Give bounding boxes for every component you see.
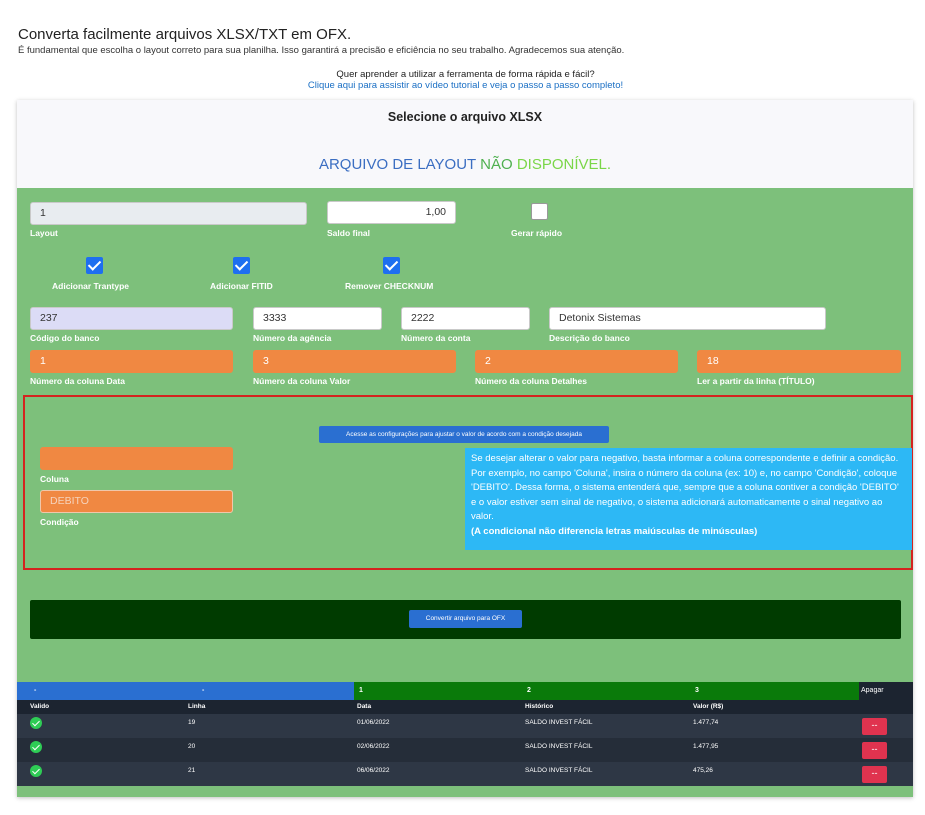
cell-valor: 475,26 <box>693 767 713 774</box>
ler-linha-label: Ler a partir da linha (TÍTULO) <box>697 376 815 386</box>
th-valido: Valido <box>30 703 50 710</box>
th-data: Data <box>357 703 372 710</box>
saldo-final-label: Saldo final <box>327 228 370 238</box>
cell-historico: SALDO INVEST FÁCIL <box>525 767 593 774</box>
config-condition-button[interactable]: Acesse as configurações para ajustar o v… <box>319 426 609 443</box>
condition-info-note: (A condicional não diferencia letras mai… <box>471 525 758 537</box>
column-map-2[interactable]: - <box>185 682 354 700</box>
remover-checknum-checkbox[interactable] <box>383 257 400 274</box>
delete-row-button[interactable]: -- <box>862 742 887 759</box>
condition-info-panel: Se desejar alterar o valor para negativo… <box>465 448 912 550</box>
th-historico: Histórico <box>525 703 554 710</box>
valid-check-icon <box>30 741 42 753</box>
convert-bar: Convertir arquivo para OFX <box>30 600 901 639</box>
table-row: 21 06/06/2022 SALDO INVEST FÁCIL 475,26 … <box>17 762 913 786</box>
th-linha: Linha <box>188 703 206 710</box>
delete-row-button[interactable]: -- <box>862 766 887 783</box>
column-map-5[interactable]: 3 <box>690 682 859 700</box>
layout-label: Layout <box>30 228 58 238</box>
help-question: Quer aprender a utilizar a ferramenta de… <box>336 69 595 80</box>
coluna-data-input[interactable]: 1 <box>30 350 233 373</box>
column-map-3[interactable]: 1 <box>354 682 522 700</box>
adicionar-trantype-label: Adicionar Trantype <box>52 281 129 291</box>
valid-check-icon <box>30 765 42 777</box>
layout-warning: ARQUIVO DE LAYOUT NÃO DISPONÍVEL. <box>17 156 913 173</box>
adicionar-trantype-checkbox[interactable] <box>86 257 103 274</box>
codigo-banco-input[interactable]: 237 <box>30 307 233 330</box>
gerar-rapido-label: Gerar rápido <box>511 228 563 238</box>
coluna-detalhes-input[interactable]: 2 <box>475 350 678 373</box>
cell-valor: 1.477,74 <box>693 719 719 726</box>
help-video-link[interactable]: Clique aqui para assistir ao vídeo tutor… <box>307 80 624 91</box>
table-header: Valido Linha Data Histórico Valor (R$) <box>17 700 913 714</box>
coluna-data-label: Número da coluna Data <box>30 376 125 386</box>
numero-agencia-label: Número da agência <box>253 333 332 343</box>
coluna-condicao-input[interactable] <box>40 447 233 470</box>
layout-warning-part2: NÃO <box>480 156 513 173</box>
cell-linha: 21 <box>188 767 196 774</box>
column-map-1[interactable]: - <box>17 682 185 700</box>
layout-input[interactable]: 1 <box>30 202 307 225</box>
coluna-valor-label: Número da coluna Valor <box>253 376 351 386</box>
condition-info-text: Se desejar alterar o valor para negativo… <box>471 453 899 522</box>
adicionar-fitid-label: Adicionar FITID <box>210 281 273 291</box>
page-title: Converta facilmente arquivos XLSX/TXT em… <box>18 26 352 43</box>
table-row: 20 02/06/2022 SALDO INVEST FÁCIL 1.477,9… <box>17 738 913 762</box>
card-title: Selecione o arquivo XLSX <box>387 110 543 124</box>
gerar-rapido-checkbox[interactable] <box>531 203 548 220</box>
coluna-valor-input[interactable]: 3 <box>253 350 456 373</box>
column-map-4[interactable]: 2 <box>522 682 690 700</box>
column-map-delete: Apagar <box>859 682 913 700</box>
convert-ofx-button[interactable]: Convertir arquivo para OFX <box>409 610 522 628</box>
coluna-detalhes-label: Número da coluna Detalhes <box>475 376 587 386</box>
cell-linha: 19 <box>188 719 196 726</box>
delete-row-button[interactable]: -- <box>862 718 887 735</box>
condition-section: Acesse as configurações para ajustar o v… <box>23 395 913 570</box>
numero-conta-label: Número da conta <box>401 333 471 343</box>
page-subtitle: É fundamental que escolha o layout corre… <box>18 45 625 56</box>
th-valor: Valor (R$) <box>693 703 724 710</box>
coluna-condicao-label: Coluna <box>40 474 69 484</box>
condicao-input[interactable]: DEBITO <box>40 490 233 513</box>
cell-linha: 20 <box>188 743 196 750</box>
layout-warning-part1: ARQUIVO DE LAYOUT <box>318 156 476 173</box>
cell-valor: 1.477,95 <box>693 743 719 750</box>
codigo-banco-label: Código do banco <box>30 333 100 343</box>
descricao-banco-label: Descrição do banco <box>549 333 630 343</box>
cell-data: 02/06/2022 <box>357 743 390 750</box>
layout-warning-part3: DISPONÍVEL. <box>516 156 612 173</box>
ler-linha-input[interactable]: 18 <box>697 350 901 373</box>
condicao-label: Condição <box>40 517 79 527</box>
adicionar-fitid-checkbox[interactable] <box>233 257 250 274</box>
cell-historico: SALDO INVEST FÁCIL <box>525 719 593 726</box>
table-row: 19 01/06/2022 SALDO INVEST FÁCIL 1.477,7… <box>17 714 913 738</box>
saldo-final-input[interactable]: 1,00 <box>327 201 456 224</box>
converter-card: Selecione o arquivo XLSX ARQUIVO DE LAYO… <box>17 100 913 797</box>
remover-checknum-label: Remover CHECKNUM <box>345 281 434 291</box>
cell-data: 01/06/2022 <box>357 719 390 726</box>
cell-data: 06/06/2022 <box>357 767 390 774</box>
cell-historico: SALDO INVEST FÁCIL <box>525 743 593 750</box>
card-header: Selecione o arquivo XLSX ARQUIVO DE LAYO… <box>17 100 913 188</box>
numero-conta-input[interactable]: 2222 <box>401 307 530 330</box>
valid-check-icon <box>30 717 42 729</box>
descricao-banco-input[interactable]: Detonix Sistemas <box>549 307 826 330</box>
numero-agencia-input[interactable]: 3333 <box>253 307 382 330</box>
